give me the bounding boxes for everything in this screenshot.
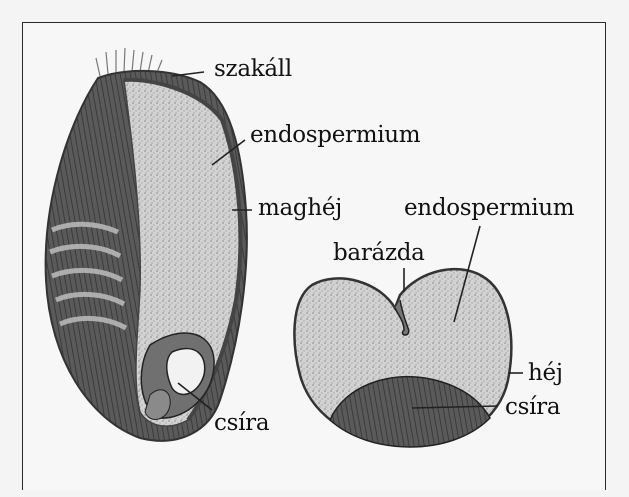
cross-section-grain xyxy=(294,269,511,447)
label-endosperm-top: endospermium xyxy=(250,124,420,147)
label-germ-right: csíra xyxy=(505,396,560,419)
longitudinal-grain xyxy=(46,48,247,441)
label-germ-left: csíra xyxy=(214,412,269,435)
label-furrow: barázda xyxy=(333,242,425,265)
label-beard: szakáll xyxy=(214,58,292,81)
label-hull: héj xyxy=(528,362,563,385)
label-endosperm-right: endospermium xyxy=(404,197,574,220)
label-seed-coat: maghéj xyxy=(258,197,342,220)
